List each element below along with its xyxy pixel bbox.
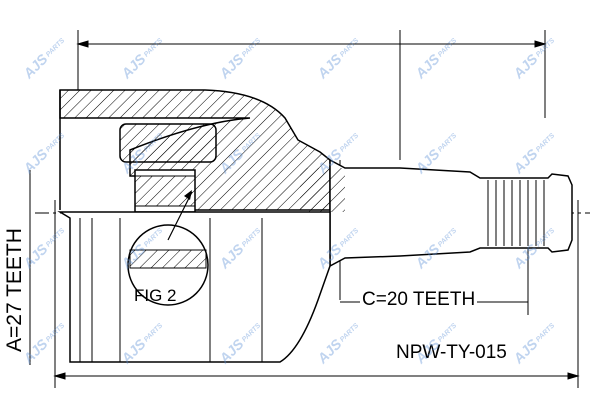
tripod-roller	[119, 123, 217, 163]
fig2-leader-arrow	[184, 190, 192, 200]
shaft-spline-teeth	[487, 180, 545, 246]
shaft-hatch	[300, 168, 345, 212]
teeth-a-label: A=27 TEETH	[3, 228, 26, 352]
housing-grooves	[79, 218, 263, 362]
tripod-spline	[134, 175, 196, 207]
fig2-leader	[167, 191, 193, 241]
teeth-c-label: C=20 TEETH	[360, 289, 478, 310]
fig-label: FIG 2	[134, 286, 177, 305]
part-number-label: NPW-TY-015	[394, 342, 509, 363]
fig2-detail-hatch	[129, 249, 207, 269]
